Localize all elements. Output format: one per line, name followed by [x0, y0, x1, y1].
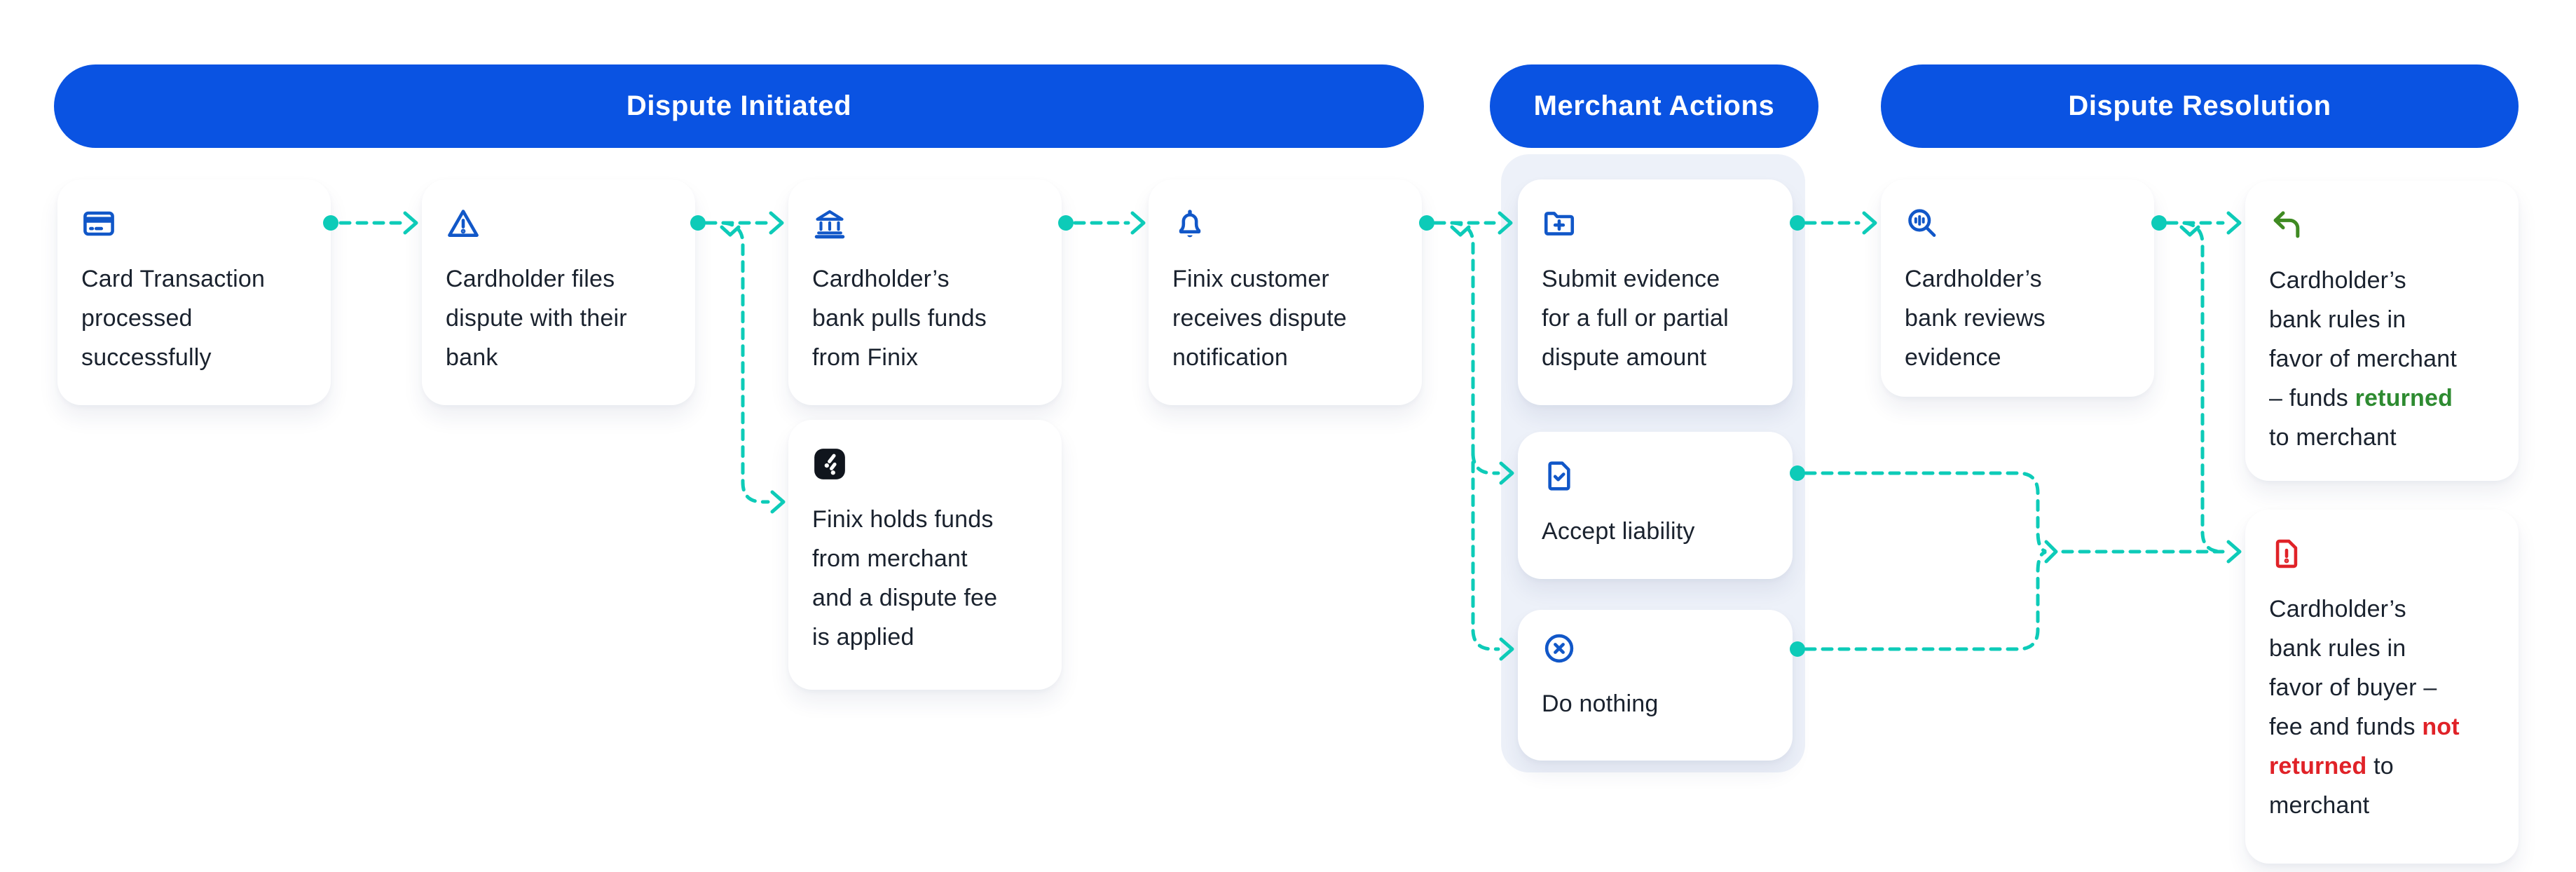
not-highlight: not: [2422, 714, 2460, 740]
card-text-line: processed: [81, 305, 193, 332]
card-text-line: fee and funds not: [2269, 714, 2460, 740]
card-text-line: merchant: [2269, 792, 2370, 819]
warning-triangle-icon: [446, 206, 481, 241]
card-bank-pulls-funds: Cardholder’s bank pulls funds from Finix: [788, 179, 1062, 405]
card-bank-reviews-evidence: Cardholder’s bank reviews evidence: [1881, 179, 2154, 397]
folder-plus-icon: [1542, 206, 1577, 241]
card-text-line: Cardholder files: [446, 266, 615, 292]
card-text-line: bank rules in: [2269, 306, 2406, 333]
card-text-line: Cardholder’s: [812, 266, 950, 292]
card-text-line: Accept liability: [1542, 518, 1695, 545]
card-text-line: dispute amount: [1542, 344, 1707, 371]
finix-logo-icon: [812, 447, 847, 482]
circle-x-icon: [1542, 631, 1577, 666]
card-text-line: Do nothing: [1542, 690, 1659, 717]
section-pill-merchant-actions: Merchant Actions: [1490, 64, 1818, 148]
card-text-line: successfully: [81, 344, 212, 371]
card-transaction-processed: Card Transaction processed successfully: [57, 179, 331, 405]
card-text-line: Cardholder’s: [1905, 266, 2042, 292]
card-text-line: bank rules in: [2269, 635, 2406, 662]
card-text-line: Cardholder’s: [2269, 267, 2406, 294]
section-title: Merchant Actions: [1533, 90, 1775, 121]
card-ruling-favor-buyer: Cardholder’s bank rules in favor of buye…: [2245, 510, 2519, 864]
card-submit-evidence: Submit evidence for a full or partial di…: [1518, 179, 1793, 405]
card-text-line: Cardholder’s: [2269, 596, 2406, 622]
returned-highlight: returned: [2269, 753, 2367, 779]
card-text-line: for a full or partial: [1542, 305, 1729, 332]
card-accept-liability: Accept liability: [1518, 432, 1793, 579]
bell-icon: [1172, 206, 1207, 241]
card-text-line: dispute with their: [446, 305, 627, 332]
card-text-line: bank pulls funds: [812, 305, 987, 332]
card-text-line: Card Transaction: [81, 266, 266, 292]
bank-icon: [812, 206, 847, 241]
card-text-line: evidence: [1905, 344, 2001, 371]
card-text-line: bank reviews: [1905, 305, 2046, 332]
return-arrow-icon: [2269, 207, 2304, 243]
card-text-line: Finix holds funds: [812, 506, 994, 533]
card-text-line: favor of merchant: [2269, 346, 2457, 372]
card-text-line: and a dispute fee: [812, 585, 998, 611]
card-text-line: returned to: [2269, 753, 2394, 779]
magnifier-review-icon: [1905, 206, 1940, 241]
document-check-icon: [1542, 458, 1577, 493]
card-text-line: from merchant: [812, 545, 968, 572]
section-pill-dispute-resolution: Dispute Resolution: [1881, 64, 2519, 148]
card-text-line: – funds returned: [2269, 385, 2453, 411]
card-text-line: to merchant: [2269, 424, 2397, 451]
card-ruling-favor-merchant: Cardholder’s bank rules in favor of merc…: [2245, 181, 2519, 481]
card-cardholder-files-dispute: Cardholder files dispute with their bank: [422, 179, 695, 405]
card-finix-customer-notification: Finix customer receives dispute notifica…: [1149, 179, 1422, 405]
card-finix-holds-funds: Finix holds funds from merchant and a di…: [788, 420, 1062, 690]
card-text-line: bank: [446, 344, 498, 371]
card-text-line: is applied: [812, 624, 914, 650]
card-text-line: receives dispute: [1172, 305, 1347, 332]
section-title: Dispute Initiated: [626, 90, 852, 121]
returned-highlight: returned: [2355, 385, 2453, 411]
section-pill-dispute-initiated: Dispute Initiated: [54, 64, 1424, 148]
card-text-line: Submit evidence: [1542, 266, 1720, 292]
card-text-line: Finix customer: [1172, 266, 1329, 292]
card-do-nothing: Do nothing: [1518, 610, 1793, 761]
card-text-line: favor of buyer –: [2269, 674, 2437, 701]
credit-card-icon: [81, 206, 116, 241]
card-text-line: notification: [1172, 344, 1288, 371]
section-title: Dispute Resolution: [2068, 90, 2331, 121]
document-alert-icon: [2269, 536, 2304, 571]
card-text-line: from Finix: [812, 344, 919, 371]
